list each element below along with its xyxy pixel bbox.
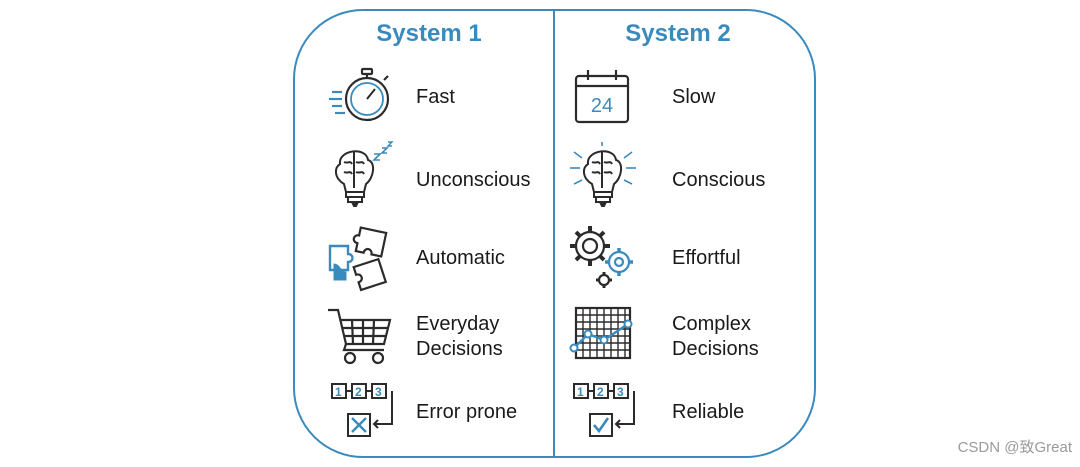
- step-3-text: 3: [617, 385, 624, 399]
- system2-title: System 2: [625, 20, 731, 47]
- label-reliable: Reliable: [672, 401, 745, 423]
- checked-checklist-icon: 1 2 3: [568, 380, 638, 446]
- step-1-text: 1: [577, 385, 584, 399]
- sleeping-brain-bulb-icon: [326, 141, 396, 208]
- label-conscious: Conscious: [672, 169, 766, 191]
- calendar-icon: 24: [570, 66, 640, 132]
- label-complex-decisions: Complex Decisions: [672, 313, 759, 360]
- stopwatch-icon: [326, 66, 396, 132]
- calendar-day-text: 24: [591, 95, 613, 117]
- error-checklist-icon: 1 2 3: [326, 380, 396, 446]
- label-automatic: Automatic: [416, 247, 505, 269]
- shopping-cart-icon: [326, 304, 396, 370]
- system1-title: System 1: [376, 20, 482, 47]
- glowing-brain-bulb-icon: [566, 142, 636, 208]
- label-everyday-decisions: Everyday Decisions: [416, 313, 503, 360]
- label-unconscious: Unconscious: [416, 169, 531, 191]
- line-graph-icon: [568, 304, 638, 370]
- label-error-prone: Error prone: [416, 401, 518, 423]
- column-divider: [553, 10, 555, 457]
- puzzle-pieces-icon: [326, 224, 396, 292]
- watermark: CSDN @致Great: [957, 439, 1072, 456]
- step-2-text: 2: [597, 385, 604, 399]
- label-fast: Fast: [416, 86, 455, 108]
- label-slow: Slow: [672, 86, 716, 108]
- step-1-text: 1: [335, 385, 342, 399]
- step-3-text: 3: [375, 385, 382, 399]
- gears-icon: [568, 224, 638, 290]
- step-2-text: 2: [355, 385, 362, 399]
- label-effortful: Effortful: [672, 247, 741, 269]
